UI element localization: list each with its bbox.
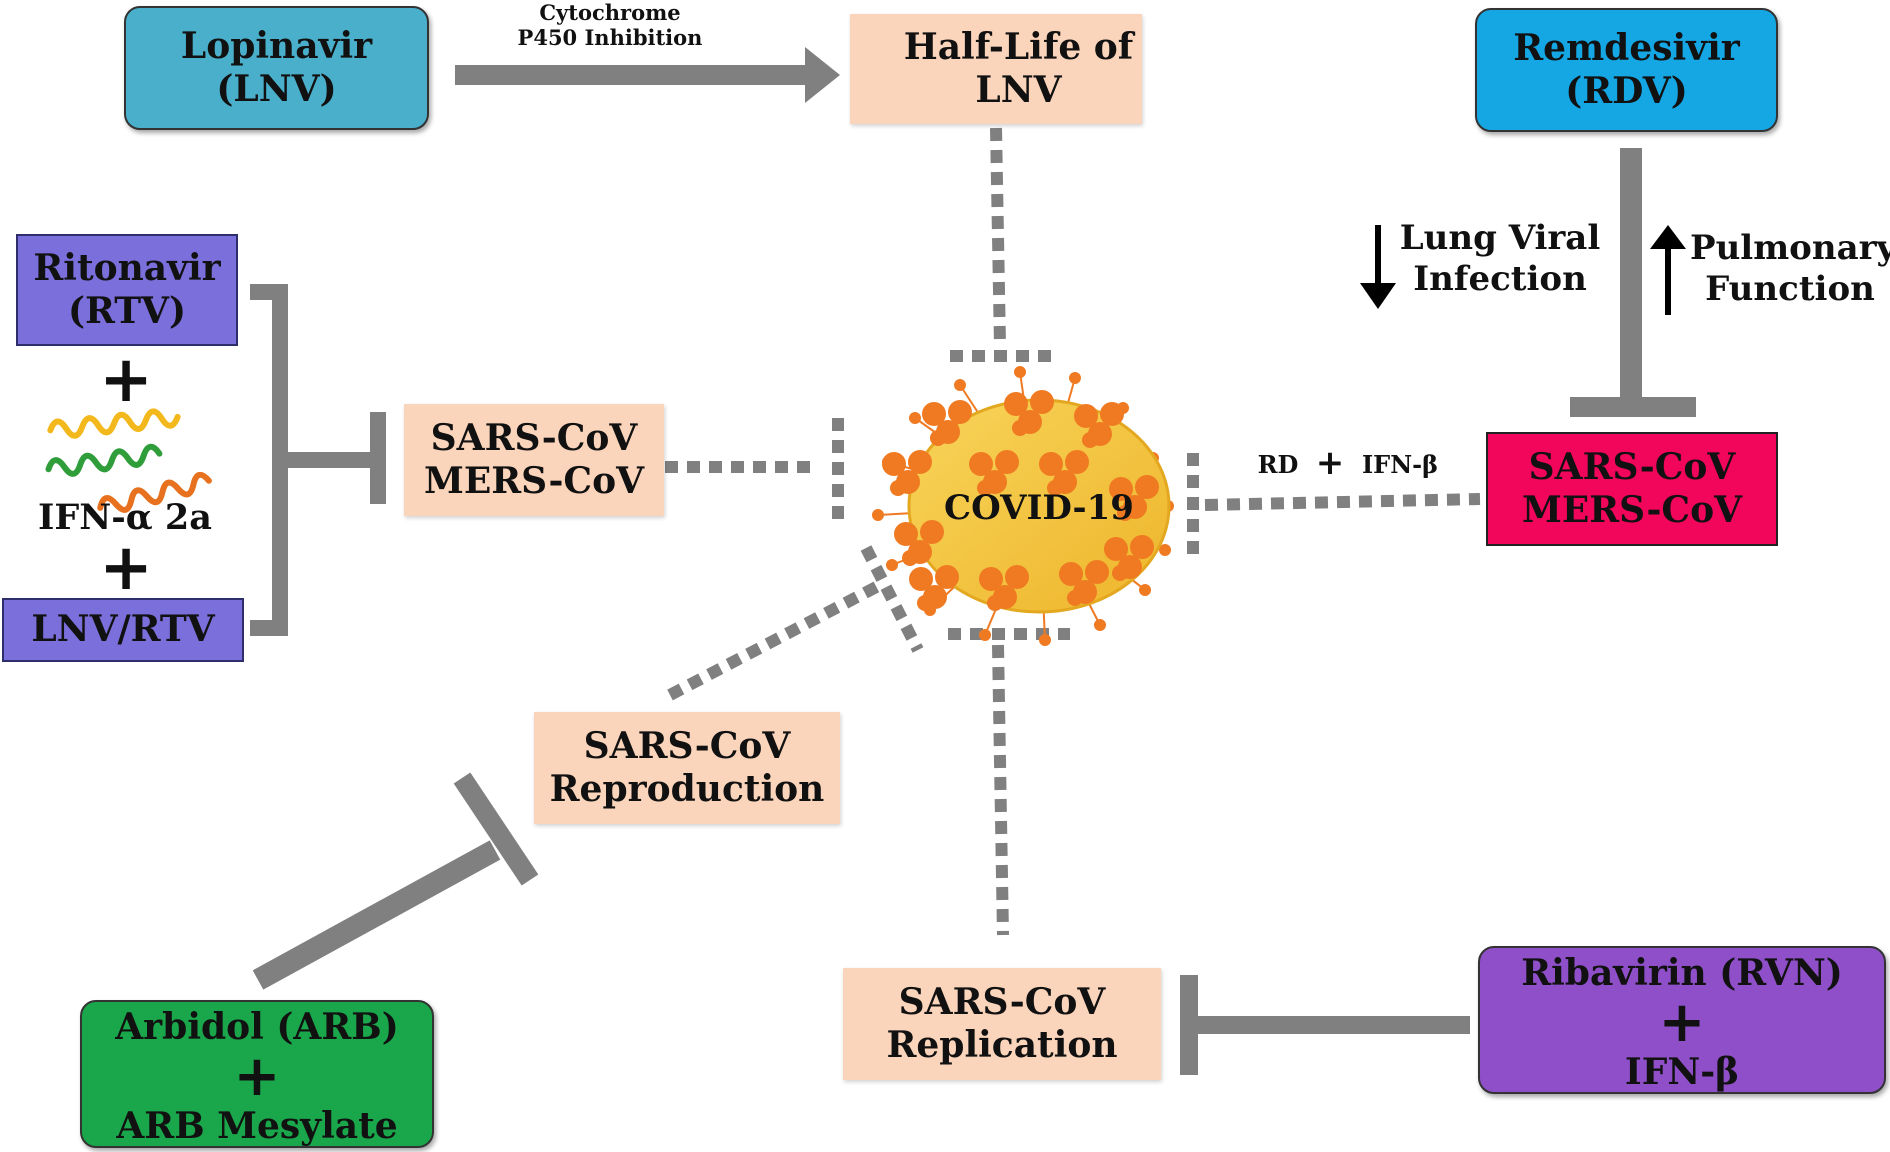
half-life-box: Half-Life of LNV <box>850 14 1142 124</box>
sars-mers-right-box: SARS-CoV MERS-CoV <box>1486 432 1778 546</box>
ritonavir-abbr: (RTV) <box>67 290 187 332</box>
sars-cov-label: SARS-CoV <box>430 416 638 459</box>
sars-cov-label: SARS-CoV <box>1528 445 1736 488</box>
remdesivir-box: Remdesivir (RDV) <box>1475 8 1778 132</box>
plus-icon: + <box>99 343 153 417</box>
half-life-drug: LNV <box>975 69 1062 111</box>
ritonavir-name: Ritonavir <box>33 246 221 289</box>
ribavirin-inhibition <box>1180 975 1470 1075</box>
replication-label: Replication <box>886 1024 1118 1066</box>
rd-label: RD <box>1257 450 1299 479</box>
lnv-rtv-box: LNV/RTV <box>2 598 244 662</box>
lopinavir-abbr: (LNV) <box>216 68 337 110</box>
covid-19-label: COVID-19 <box>944 488 1134 528</box>
ribavirin-name: Ribavirin (RVN) <box>1521 952 1843 994</box>
cyp-label-line1: Cytochrome <box>539 0 681 25</box>
ribavirin-ifn-beta: IFN-β <box>1624 1051 1740 1094</box>
remdesivir-inhibition <box>1570 148 1696 417</box>
up-arrow-icon <box>1650 225 1686 315</box>
pulmonary-function-label: Pulmonary Function <box>1690 228 1890 310</box>
replication-virus: SARS-CoV <box>898 980 1106 1023</box>
virus-icon <box>872 366 1174 646</box>
reproduction-virus: SARS-CoV <box>583 724 791 767</box>
ritonavir-box: Ritonavir (RTV) <box>16 234 238 346</box>
plus-icon: + <box>233 1044 281 1110</box>
plus-icon: + <box>1658 990 1706 1056</box>
arbidol-inhibition <box>252 772 539 990</box>
remdesivir-name: Remdesivir <box>1513 26 1740 69</box>
arbidol-name: Arbidol (ARB) <box>115 1006 399 1048</box>
down-arrow-icon <box>1360 225 1396 309</box>
plus-icon: + <box>1315 443 1345 483</box>
reproduction-label: Reproduction <box>549 768 825 810</box>
cyp-inhibition-arrow <box>455 47 840 103</box>
lopinavir-box: Lopinavir (LNV) <box>124 6 429 130</box>
pulmonary-label-line2: Function <box>1705 268 1875 309</box>
ifn-beta-label: IFN-β <box>1361 450 1439 479</box>
sars-mers-left-box: SARS-CoV MERS-CoV <box>404 404 664 516</box>
remdesivir-abbr: (RDV) <box>1565 70 1688 112</box>
pulmonary-label-line1: Pulmonary <box>1690 228 1890 268</box>
ifn-alpha-protein-icon <box>45 408 212 513</box>
ifn-alpha-label: IFN-α 2a <box>38 497 212 538</box>
reproduction-box: SARS-CoV Reproduction <box>534 712 840 824</box>
lopinavir-name: Lopinavir <box>180 24 373 67</box>
cyp-label-line2: P450 Inhibition <box>517 25 703 51</box>
arbidol-box: Arbidol (ARB) + ARB Mesylate <box>80 1000 434 1148</box>
dotted-connectors <box>665 127 1481 936</box>
mers-cov-label: MERS-CoV <box>1521 489 1743 531</box>
cyp-inhibition-label: Cytochrome P450 Inhibition <box>470 0 750 50</box>
ritonavir-combo-bracket <box>250 284 386 636</box>
lnv-rtv-label: LNV/RTV <box>31 608 215 651</box>
replication-box: SARS-CoV Replication <box>843 968 1161 1080</box>
plus-icon: + <box>99 531 153 605</box>
mers-cov-label: MERS-CoV <box>423 460 645 502</box>
lung-label-line1: Lung Viral <box>1399 218 1601 258</box>
ribavirin-box: Ribavirin (RVN) + IFN-β <box>1478 946 1886 1094</box>
half-life-label: Half-Life of <box>903 25 1134 68</box>
lung-viral-infection-label: Lung Viral Infection <box>1395 218 1605 300</box>
arbidol-mesylate: ARB Mesylate <box>116 1105 398 1148</box>
lung-label-line2: Infection <box>1413 258 1587 299</box>
